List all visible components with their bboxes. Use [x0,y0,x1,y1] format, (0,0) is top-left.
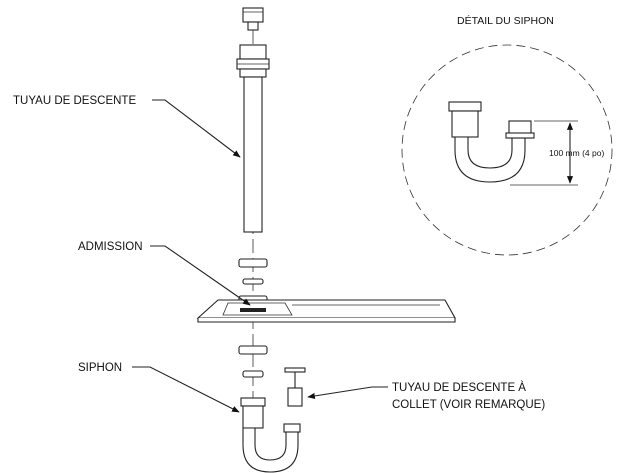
leader-flanged [307,386,388,399]
label-flanged-line2: COLLET (VOIR REMARQUE) [392,399,545,411]
top-cap [242,7,264,31]
top-coupling [236,44,270,78]
label-siphon: SIPHON [78,362,122,374]
leader-inlet [150,245,251,306]
siphon-trap [240,397,301,473]
flanged-downpipe [284,367,306,407]
detail-title: DÉTAIL DU SIPHON [457,14,554,27]
washer-upper [242,278,264,285]
detail-view: DÉTAIL DU SIPHON 100 mm (4 po) [401,14,613,256]
drain-pan [196,299,456,323]
label-flanged-line1: TUYAU DE DESCENTE À [392,381,526,394]
leader-downpipe [152,99,241,158]
downpipe [243,76,263,233]
label-downpipe: TUYAU DE DESCENTE [13,95,136,107]
dimension-label: 100 mm (4 po) [549,148,604,158]
nut-upper [238,258,268,268]
washer-lower [242,370,264,378]
nut-lower [238,345,268,355]
leader-siphon [132,366,240,413]
label-inlet: ADMISSION [78,241,143,253]
